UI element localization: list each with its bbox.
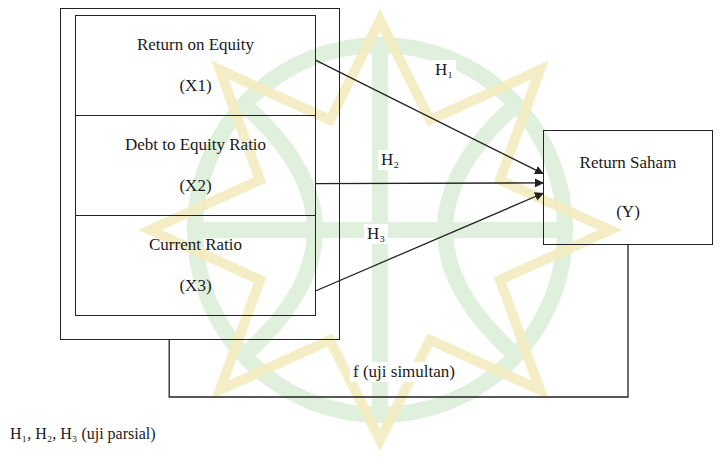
variable-box: Current Ratio (X3)	[75, 215, 316, 316]
variable-symbol: (X1)	[179, 76, 211, 96]
note-label: H₁, H₂, H₃ (uji parsial)	[8, 424, 158, 443]
variable-symbol: (Y)	[616, 202, 640, 222]
connector-arrow	[316, 60, 543, 173]
variable-box: Return on Equity (X1)	[75, 15, 316, 116]
variable-name: Return on Equity	[137, 35, 254, 55]
connector-arrow	[316, 193, 543, 291]
connector-arrow	[316, 182, 543, 184]
connector-line	[169, 245, 628, 397]
dependent-variable-box: Return Saham (Y)	[543, 130, 713, 245]
edge-label: H₂	[378, 150, 402, 170]
variable-name: Return Saham	[580, 153, 677, 173]
edge-label: H₁	[432, 60, 456, 80]
edge-label: H₃	[364, 224, 388, 244]
variable-symbol: (X2)	[179, 176, 211, 196]
variable-name: Current Ratio	[149, 235, 242, 255]
variable-group-box: Return on Equity (X1) Debt to Equity Ratio…	[60, 8, 340, 340]
variable-name: Debt to Equity Ratio	[125, 135, 266, 155]
edge-label: f (uji simultan)	[350, 362, 458, 382]
variable-box: Debt to Equity Ratio (X2)	[75, 115, 316, 216]
variable-symbol: (X3)	[179, 276, 211, 296]
